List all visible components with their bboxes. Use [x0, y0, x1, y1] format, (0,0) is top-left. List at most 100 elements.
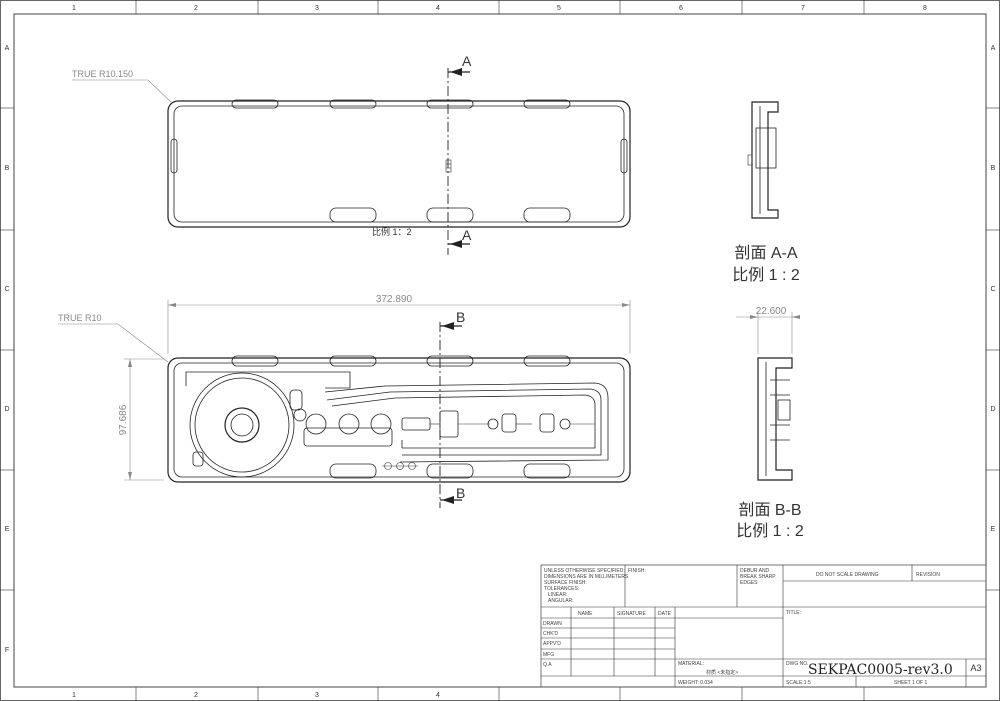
tb-size: A3 [970, 663, 981, 673]
tb-row-appvd: APPV'D [543, 641, 561, 647]
section-b-scale: 比例 1 : 2 [736, 522, 804, 540]
tb-row-chkd: CHK'D [543, 631, 559, 637]
bottom-slot [426, 463, 474, 479]
col-label-top: 1 [72, 5, 76, 12]
row-label-left: B [5, 165, 10, 172]
row-label-right: D [990, 406, 995, 413]
bottom-slot [523, 207, 571, 223]
top-slot [426, 355, 474, 367]
tb-dwg-no: SEKPAC0005-rev3.0 [808, 662, 953, 678]
long-channel-outer [324, 382, 609, 463]
top-slot [231, 99, 279, 109]
top-slot [426, 99, 474, 109]
pocket-bar [303, 427, 393, 447]
side-slot [620, 138, 628, 174]
row-label-left: C [4, 286, 9, 293]
long-channel-inner [326, 388, 602, 456]
pocket-circle [370, 413, 392, 435]
top-slot [329, 355, 377, 367]
top-tray-outline [167, 100, 631, 228]
tb-do-not-scale: DO NOT SCALE DRAWING [816, 572, 879, 578]
tb-deburr-2: EDGES [740, 580, 758, 586]
tb-revision: REVISION [916, 572, 940, 578]
top-slot [329, 99, 377, 109]
tb-row-mfg: MFG [543, 652, 554, 658]
tb-finish: FINISH: [628, 568, 646, 574]
tb-sheet: SHEET 1 OF 1 [894, 680, 927, 686]
col-label-bottom: 1 [72, 692, 76, 699]
top-tray-inner [173, 105, 625, 223]
tb-deburr-1: BREAK SHARP [740, 574, 776, 580]
component-square [539, 413, 555, 433]
tb-col-name: NAME [578, 611, 593, 617]
top-view: A A TRUE R10.150 比例 1：2 [72, 53, 631, 255]
component-square [501, 413, 517, 433]
section-letter-a-bottom: A [462, 227, 472, 243]
top-slot [523, 355, 571, 367]
bottom-slot [329, 207, 377, 223]
reel-hub-inner [230, 413, 254, 437]
section-a-scale: 比例 1 : 2 [732, 266, 800, 284]
reel-outer [189, 372, 295, 478]
tb-col-date: DATE [658, 611, 672, 617]
col-label-top: 5 [557, 5, 561, 12]
section-a-title: 剖面 A-A [734, 244, 797, 262]
bottom-tray-inner [173, 362, 625, 478]
section-a-view: 剖面 A-A 比例 1 : 2 [732, 101, 800, 284]
bottom-radius-leader [58, 323, 169, 363]
tb-unless-1: DIMENSIONS ARE IN MILLIMETERS [544, 574, 629, 580]
col-label-bottom: 4 [436, 692, 440, 699]
tb-row-drawn: DRAWN [543, 621, 562, 627]
tb-unless-2: SURFACE FINISH: [544, 580, 587, 586]
section-b-title: 剖面 B-B [738, 501, 801, 519]
tb-unless-4: LINEAR: [548, 592, 567, 598]
tb-unless-3: TOLERANCES: [544, 586, 579, 592]
section-letter-a-top: A [462, 53, 472, 69]
top-slot [231, 355, 279, 367]
row-label-right: E [991, 526, 996, 533]
component-round [487, 418, 499, 430]
zone-labels: 1 2 3 4 5 6 7 8 1 2 3 4 A B C D E F A B … [4, 5, 995, 699]
top-view-scale: 比例 1：2 [372, 226, 412, 237]
section-b-pocket [777, 399, 791, 421]
tb-dwg-no-label: DWG NO. [786, 661, 809, 667]
top-radius-label: TRUE R10.150 [72, 69, 133, 79]
col-label-top: 7 [801, 5, 805, 12]
top-radius-leader [72, 79, 173, 104]
upper-rail [185, 371, 351, 389]
row-label-right: B [991, 165, 996, 172]
row-label-left: A [5, 45, 10, 52]
col-label-top: 8 [923, 5, 927, 12]
row-label-right: A [991, 45, 996, 52]
top-slot [523, 99, 571, 109]
col-label-top: 6 [679, 5, 683, 12]
section-b-profile [757, 357, 793, 481]
center-marker [445, 159, 452, 173]
long-channel-inner-2 [331, 394, 596, 449]
bottom-slot [329, 463, 377, 479]
tb-material-value: 材质 <未指定> [706, 669, 738, 676]
col-label-top: 2 [194, 5, 198, 12]
width-dim: 97.686 [118, 404, 129, 435]
col-label-bottom: 3 [315, 692, 319, 699]
row-label-left: F [5, 647, 9, 654]
tb-weight: WEIGHT: 0.034 [678, 680, 713, 686]
reel-hub-outer [224, 407, 260, 443]
section-b-view: 22.600 剖面 B-B 比例 1 : 2 [736, 306, 804, 540]
pocket-circle [305, 413, 327, 435]
title-block: UNLESS OTHERWISE SPECIFIED: DIMENSIONS A… [540, 564, 987, 688]
row-label-left: D [4, 406, 9, 413]
tb-col-signature: SIGNATURE [617, 611, 646, 617]
col-label-top: 4 [436, 5, 440, 12]
tb-material-label: MATERIAL: [678, 661, 704, 667]
reel-clip [192, 451, 204, 467]
col-label-bottom: 2 [194, 692, 198, 699]
depth-dim: 22.600 [756, 306, 787, 317]
section-letter-b-top: B [456, 309, 465, 325]
side-slot [170, 138, 178, 174]
bottom-radius-label: TRUE R10 [58, 313, 102, 323]
tb-row-qa: Q.A [543, 662, 552, 668]
length-dim: 372.890 [376, 294, 413, 305]
